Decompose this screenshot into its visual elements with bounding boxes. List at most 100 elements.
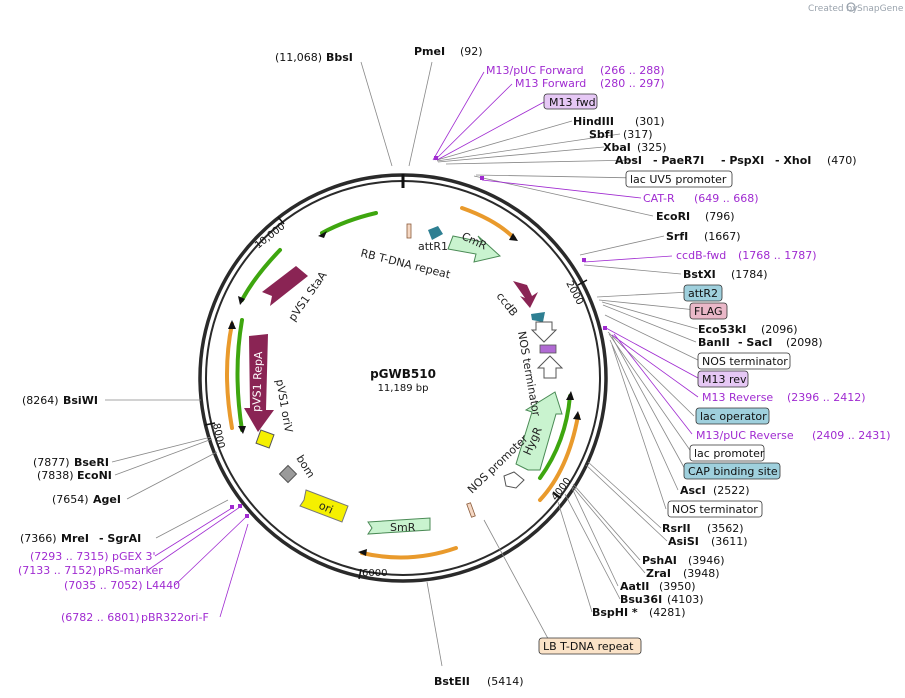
- box-lac-promoter: [689, 444, 765, 462]
- pos-asisi: (3611): [711, 535, 748, 548]
- box-flag: [689, 302, 728, 320]
- label-attr1: attR1: [418, 240, 448, 253]
- orf-arc-cmr: [460, 206, 516, 240]
- orf-arc-repa: [235, 318, 244, 432]
- box-lb-repeat-label: LB T-DNA repeat: [543, 640, 634, 653]
- pos-bsiwi: (8264): [22, 394, 59, 407]
- primer-leaders: [147, 71, 699, 618]
- tick-label-8000: 8000: [210, 422, 226, 449]
- pos-ccdb-fwd: (1768 .. 1787): [738, 249, 817, 262]
- pos-l4440: (7035 .. 7052): [64, 579, 143, 592]
- orf-arc-staa: [240, 248, 282, 302]
- box-m13-rev: [697, 370, 749, 388]
- label-ori: ori: [317, 499, 335, 517]
- label-nos-terminator: NOS terminator: [515, 330, 543, 417]
- box-lac-uv5-label: lac UV5 promoter: [630, 173, 727, 186]
- site-hindiii: HindIII: [573, 115, 614, 128]
- primer-markers: [230, 156, 607, 518]
- pos-bsphi: (4281): [649, 606, 686, 619]
- site-xhoi: - XhoI: [775, 154, 811, 167]
- site-saci: - SacI: [738, 336, 772, 349]
- pos-agei: (7654): [52, 493, 89, 506]
- pos-econi: (7838): [37, 469, 74, 482]
- box-m13-fwd: [543, 93, 598, 110]
- site-pshai: PshAI: [642, 554, 677, 567]
- credit-brand: SnapGene: [857, 4, 904, 14]
- orf-arc-staa-top: [320, 211, 378, 235]
- site-banii: BanII: [698, 336, 730, 349]
- rb-repeat-marker: [406, 223, 412, 239]
- pos-bstxi: (1784): [731, 268, 768, 281]
- site-mrei: MreI: [61, 532, 89, 545]
- orf-arrowhead-staa-top: [318, 231, 327, 238]
- plasmid-name: pGWB510: [370, 367, 436, 381]
- pos-banii: (2098): [786, 336, 823, 349]
- box-cap-site-label: CAP binding site: [688, 465, 778, 478]
- pos-cat-r: (649 .. 668): [694, 192, 759, 205]
- pos-prs: (7133 .. 7152): [18, 564, 97, 577]
- orf-arrowhead-staa: [238, 296, 245, 305]
- pos-m13puc-rev: (2409 .. 2431): [812, 429, 891, 442]
- lb-repeat-marker: [466, 502, 476, 518]
- primer-pgex3: pGEX 3': [112, 550, 156, 563]
- bom-block: [278, 464, 298, 484]
- label-smr: SmR: [390, 521, 416, 534]
- label-pvs1-oriv: pVS1 oriV: [273, 378, 295, 434]
- lac-promoter-arrow: [536, 355, 564, 379]
- lac-operator-block: [539, 344, 557, 354]
- label-ccdb: ccdB: [494, 290, 521, 319]
- site-eco53ki: Eco53kI: [698, 323, 746, 336]
- cmr-arrow: [447, 235, 502, 263]
- pos-m13-reverse: (2396 .. 2412): [787, 391, 866, 404]
- ori-arrow: [299, 489, 349, 523]
- pvs1-staa-arrow: [262, 266, 308, 306]
- pos-zrai: (3948): [683, 567, 720, 580]
- orf-arc-smr: [360, 546, 458, 560]
- pos-ecori: (796): [705, 210, 735, 223]
- site-sbfi: SbfI: [589, 128, 614, 141]
- primer-m13-reverse: M13 Reverse: [702, 391, 773, 404]
- pos-sbfi: (317): [623, 128, 653, 141]
- pos-pshai: (3946): [688, 554, 725, 567]
- attr1-arrow: [428, 226, 443, 240]
- pos-xbai: (325): [637, 141, 667, 154]
- site-pspxi: - PspXI: [721, 154, 764, 167]
- box-nos-term-1: [697, 352, 791, 370]
- orf-arrowhead-cmr: [509, 233, 518, 241]
- site-ecori: EcoRI: [656, 210, 690, 223]
- box-nos-term-2-label: NOS terminator: [672, 503, 758, 516]
- pos-pbr: (6782 .. 6801): [61, 611, 140, 624]
- nos-promoter-arrow: [503, 471, 525, 489]
- site-absi: AbsI: [615, 154, 642, 167]
- pvs1-repa-arrow: [244, 334, 274, 432]
- primer-l4440: L4440: [146, 579, 180, 592]
- box-m13-rev-label: M13 rev: [702, 373, 747, 386]
- site-rsrii: RsrII: [662, 522, 691, 535]
- pos-hindiii: (301): [635, 115, 665, 128]
- orf-arc-hygr-orange: [538, 414, 580, 502]
- pos-bseri: (7877): [33, 456, 70, 469]
- primer-ccdb-fwd: ccdB-fwd: [676, 249, 726, 262]
- orf-arrowhead-repa-orange: [228, 320, 236, 329]
- primer-m13puc-rev: M13/pUC Reverse: [696, 429, 794, 442]
- site-bsu36i: Bsu36I: [620, 593, 662, 606]
- primer-prs: pRS-marker: [98, 564, 163, 577]
- site-bsiwi: BsiWI: [63, 394, 98, 407]
- box-lac-operator-label: lac operator: [700, 410, 767, 423]
- pos-pgex3: (7293 .. 7315): [30, 550, 109, 563]
- plasmid-size: 11,189 bp: [378, 383, 429, 394]
- enzyme-leaders: [105, 61, 701, 667]
- pvs1-oriv-block: [255, 429, 275, 449]
- site-bsteii: BstEII: [434, 675, 470, 688]
- site-bstxi: BstXI: [683, 268, 716, 281]
- pos-bsteii: (5414): [487, 675, 524, 688]
- box-lb-repeat: [538, 637, 642, 655]
- box-cap-site: [683, 462, 781, 480]
- box-attr2-label: attR2: [688, 287, 718, 300]
- pos-asci: (2522): [713, 484, 750, 497]
- label-pvs1-repa: pVS1 RepA: [250, 351, 265, 412]
- pos-m13puc-fwd: (266 .. 288): [600, 64, 665, 77]
- site-agei: AgeI: [93, 493, 121, 506]
- orf-arc-hygr: [538, 394, 572, 480]
